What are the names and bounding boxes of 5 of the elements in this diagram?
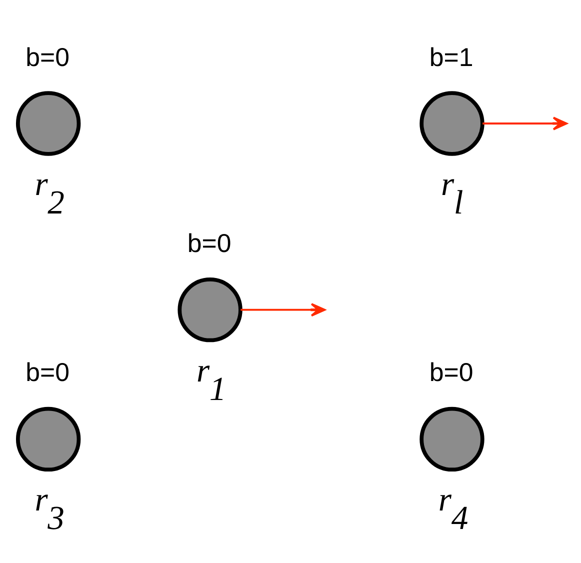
node-label: b=0: [187, 230, 232, 258]
node-label: b=1: [429, 43, 474, 72]
node-label: b=0: [26, 358, 70, 386]
node-label: b=0: [429, 358, 474, 386]
node-label: b=0: [26, 43, 70, 72]
